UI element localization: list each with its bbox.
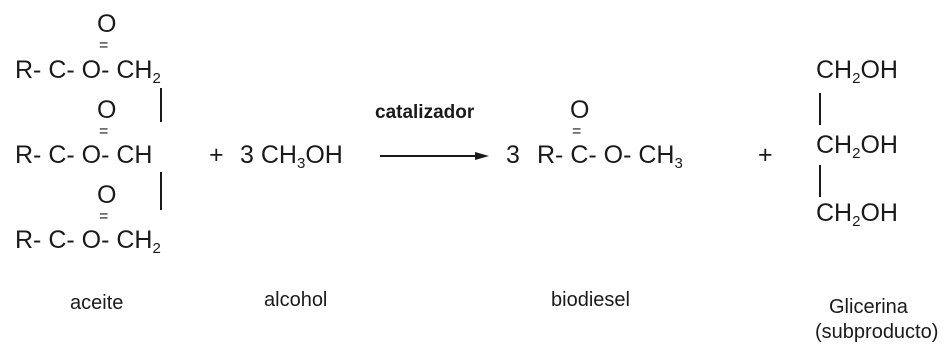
glycerol-bond-2	[819, 165, 821, 197]
label-aceite: aceite	[70, 292, 124, 314]
label-glicerina: Glicerina	[829, 296, 908, 318]
double-bond-2: =	[99, 123, 109, 140]
ester-row-1: R- C- O- CH2	[15, 56, 161, 87]
ester-row-3: R- C- O- CH2	[15, 226, 161, 257]
catalyst-label: catalizador	[375, 102, 475, 123]
biodiesel-formula: R- C- O- CH3	[537, 141, 683, 172]
label-subproducto: (subproducto)	[815, 321, 939, 343]
glycerol-bond-1	[819, 93, 821, 125]
double-bond-3: =	[99, 208, 109, 225]
carbonyl-oxygen-3: O	[97, 181, 117, 209]
glycerol-group-1: CH2OH	[816, 56, 898, 87]
label-alcohol: alcohol	[264, 289, 328, 311]
carbonyl-oxygen-2: O	[97, 96, 117, 124]
biodiesel-double-bond: =	[572, 123, 582, 140]
ester-row-2: R- C- O- CH	[15, 141, 153, 169]
reaction-arrow-shaft	[380, 155, 476, 157]
glycerol-group-3: CH2OH	[816, 199, 898, 230]
methanol-formula: 3 CH3OH	[240, 141, 343, 172]
backbone-bond-2	[160, 172, 162, 210]
double-bond-1: =	[99, 37, 109, 54]
plus-sign-1: +	[209, 141, 224, 169]
biodiesel-carbonyl-oxygen: O	[570, 96, 590, 124]
biodiesel-coefficient: 3	[506, 141, 520, 169]
glycerol-group-2: CH2OH	[816, 131, 898, 162]
backbone-bond-1	[160, 88, 162, 122]
label-biodiesel: biodiesel	[551, 289, 630, 311]
plus-sign-2: +	[758, 141, 773, 169]
carbonyl-oxygen-1: O	[97, 10, 117, 38]
reaction-arrow-head-icon	[475, 152, 489, 160]
